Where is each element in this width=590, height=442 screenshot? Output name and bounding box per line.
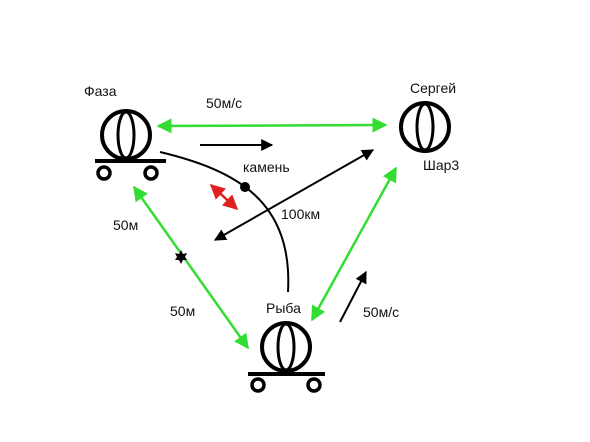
cart-faza <box>95 109 166 181</box>
motion-arrow-bottom <box>339 270 367 323</box>
label-kamen: камень <box>243 159 290 175</box>
label-faza: Фаза <box>84 83 117 99</box>
green-arrow-faza-sergey <box>156 117 388 134</box>
ball-shar3 <box>399 101 451 153</box>
distance-arrow-100km <box>213 149 375 241</box>
label-distance-100km: 100км <box>281 206 320 222</box>
green-arrow-faza-ryba <box>132 185 250 350</box>
green-arrow-ryba-shar3 <box>310 166 398 322</box>
red-double-arrow <box>209 183 239 211</box>
stone-trajectory <box>159 151 290 293</box>
label-distance-left-upper: 50м <box>113 217 138 233</box>
star-marker <box>175 250 187 264</box>
label-distance-left-lower: 50м <box>170 303 195 319</box>
stone-dot <box>240 182 250 192</box>
label-speed-bottom: 50м/с <box>363 304 399 320</box>
label-sergey: Сергей <box>410 80 456 96</box>
label-ryba: Рыба <box>266 300 301 316</box>
cart-ryba <box>248 321 325 393</box>
label-speed-top: 50м/с <box>206 95 242 111</box>
label-shar3: Шар3 <box>423 157 459 173</box>
